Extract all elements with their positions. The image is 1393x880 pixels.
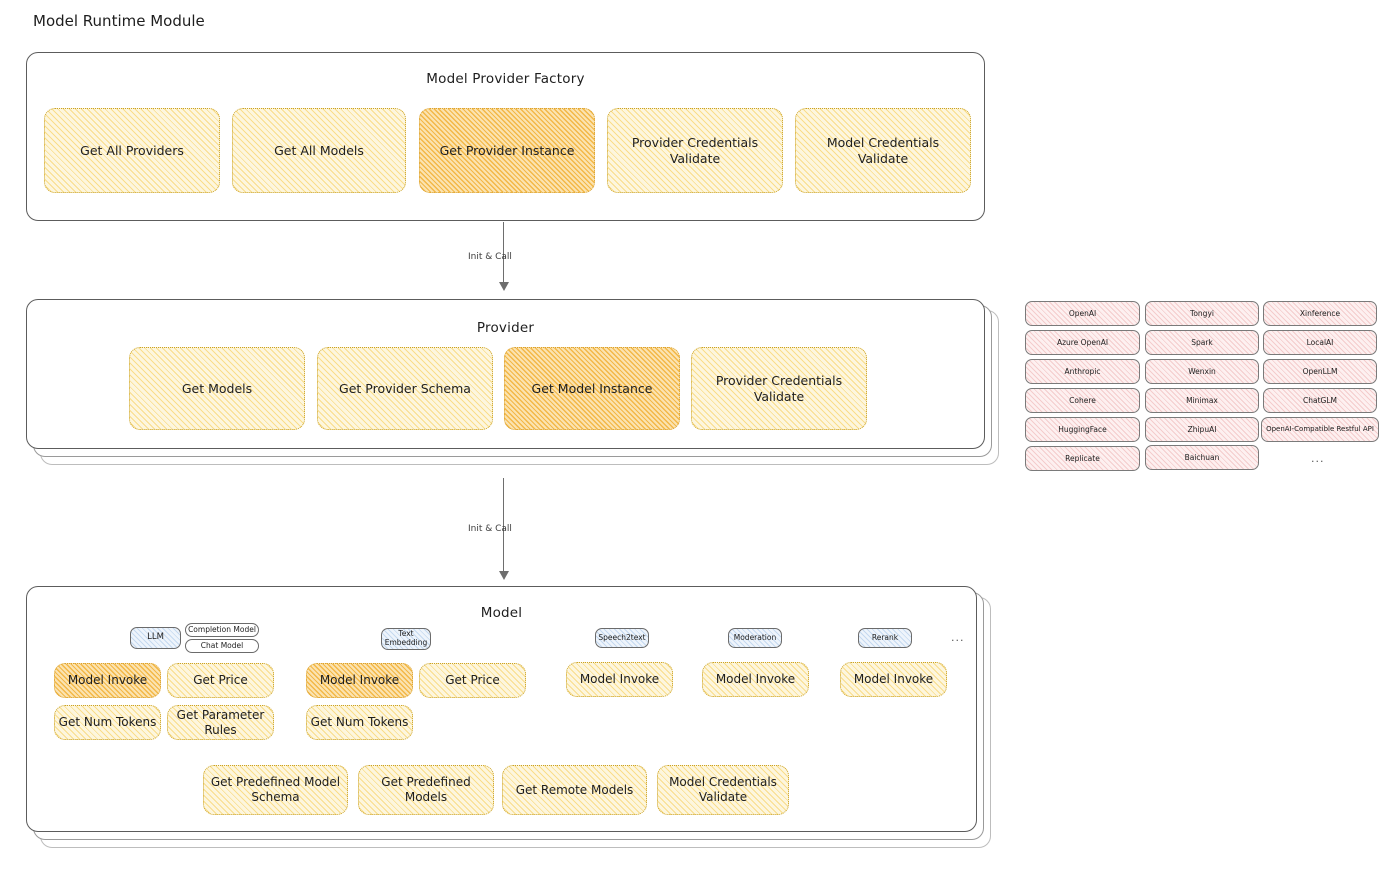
node-model-credentials-validate-2[interactable]: Model Credentials Validate — [657, 765, 789, 815]
model-tag-chat-model[interactable]: Chat Model — [185, 639, 259, 653]
model-type-badge-moderation[interactable]: Moderation — [728, 628, 782, 648]
model-type-badge-llm[interactable]: LLM — [130, 627, 181, 649]
node-get-predefined-models[interactable]: Get Predefined Models — [358, 765, 494, 815]
node-get-model-instance[interactable]: Get Model Instance — [504, 347, 680, 430]
node-get-provider-schema[interactable]: Get Provider Schema — [317, 347, 493, 430]
node-model-credentials-validate[interactable]: Model Credentials Validate — [795, 108, 971, 193]
node-get-predefined-model-schema[interactable]: Get Predefined Model Schema — [203, 765, 348, 815]
arrow-provider-to-model-head — [498, 571, 509, 580]
provider-title: Provider — [476, 320, 535, 336]
provider-chip-xinference[interactable]: Xinference — [1263, 301, 1377, 326]
model-type-badge-speech2text[interactable]: Speech2text — [595, 628, 649, 648]
provider-chip-zhipuai[interactable]: ZhipuAI — [1145, 417, 1259, 442]
provider-list-more-ellipsis: ... — [1311, 452, 1325, 465]
provider-chip-cohere[interactable]: Cohere — [1025, 388, 1140, 413]
provider-chip-baichuan[interactable]: Baichuan — [1145, 445, 1259, 470]
node-provider-credentials-validate-2[interactable]: Provider Credentials Validate — [691, 347, 867, 430]
node-llm-get-parameter-rules[interactable]: Get Parameter Rules — [167, 705, 274, 740]
provider-chip-spark[interactable]: Spark — [1145, 330, 1259, 355]
node-get-remote-models[interactable]: Get Remote Models — [502, 765, 647, 815]
provider-chip-localai[interactable]: LocalAI — [1263, 330, 1377, 355]
node-get-models[interactable]: Get Models — [129, 347, 305, 430]
provider-chip-huggingface[interactable]: HuggingFace — [1025, 417, 1140, 442]
arrow-factory-to-provider-head — [498, 282, 509, 291]
provider-chip-openai-compatible-restful-api[interactable]: OpenAI-Compatible Restful API — [1261, 417, 1379, 442]
node-moderation-model-invoke[interactable]: Model Invoke — [702, 662, 809, 697]
provider-chip-anthropic[interactable]: Anthropic — [1025, 359, 1140, 384]
node-rerank-model-invoke[interactable]: Model Invoke — [840, 662, 947, 697]
node-llm-get-num-tokens[interactable]: Get Num Tokens — [54, 705, 161, 740]
model-title: Model — [480, 605, 523, 621]
node-llm-model-invoke[interactable]: Model Invoke — [54, 663, 161, 698]
model-type-badge-rerank[interactable]: Rerank — [858, 628, 912, 648]
node-text-embedding-get-price[interactable]: Get Price — [419, 663, 526, 698]
page-title: Model Runtime Module — [33, 12, 205, 30]
node-provider-credentials-validate[interactable]: Provider Credentials Validate — [607, 108, 783, 193]
provider-chip-openai[interactable]: OpenAI — [1025, 301, 1140, 326]
arrow-provider-to-model-line — [503, 478, 505, 573]
arrow-factory-to-provider-line — [503, 222, 505, 284]
provider-chip-azure-openai[interactable]: Azure OpenAI — [1025, 330, 1140, 355]
model-type-badge-text-embedding[interactable]: Text Embedding — [381, 628, 431, 650]
provider-chip-chatglm[interactable]: ChatGLM — [1263, 388, 1377, 413]
node-get-provider-instance[interactable]: Get Provider Instance — [419, 108, 595, 193]
provider-chip-wenxin[interactable]: Wenxin — [1145, 359, 1259, 384]
model-tag-completion-model[interactable]: Completion Model — [185, 623, 259, 637]
provider-chip-tongyi[interactable]: Tongyi — [1145, 301, 1259, 326]
model-provider-factory-title: Model Provider Factory — [426, 71, 585, 87]
arrow-label-init-and-call-2: Init & Call — [468, 524, 512, 534]
provider-chip-minimax[interactable]: Minimax — [1145, 388, 1259, 413]
node-get-all-providers[interactable]: Get All Providers — [44, 108, 220, 193]
model-types-more-ellipsis: ... — [951, 631, 965, 644]
arrow-label-init-and-call-1: Init & Call — [468, 252, 512, 262]
provider-chip-replicate[interactable]: Replicate — [1025, 446, 1140, 471]
node-text-embedding-model-invoke[interactable]: Model Invoke — [306, 663, 413, 698]
node-llm-get-price[interactable]: Get Price — [167, 663, 274, 698]
provider-chip-openllm[interactable]: OpenLLM — [1263, 359, 1377, 384]
node-text-embedding-get-num-tokens[interactable]: Get Num Tokens — [306, 705, 413, 740]
node-speech2text-model-invoke[interactable]: Model Invoke — [566, 662, 673, 697]
node-get-all-models[interactable]: Get All Models — [232, 108, 406, 193]
